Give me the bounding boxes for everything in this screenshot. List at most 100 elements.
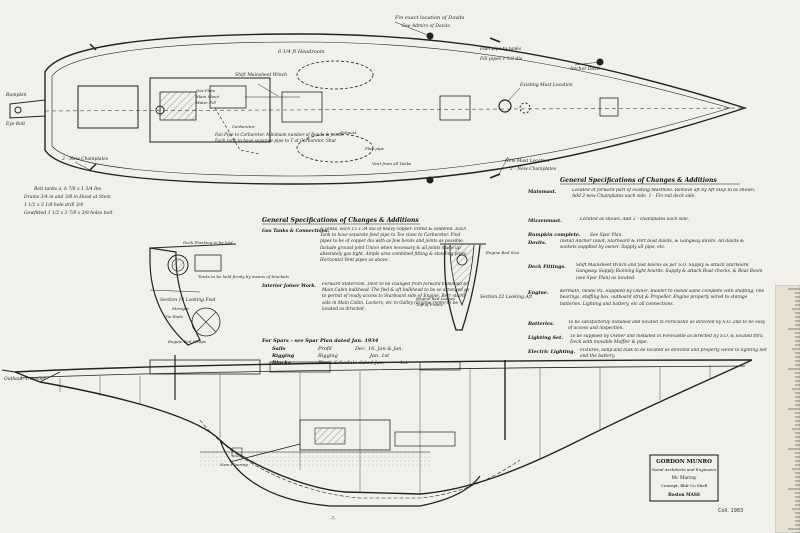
- stamp-line-4: Concept, Bldr Co Shell: [661, 483, 708, 488]
- spec-right-key-mainmast: Mainmast.: [527, 189, 557, 195]
- cabin-house: [149, 77, 271, 143]
- section-note-tanks: Tanks to be held firmly by means of brac…: [198, 274, 289, 279]
- section-note-stringer: Stringer: [172, 306, 190, 311]
- section-note-top-frame: Top of Frame: [416, 302, 444, 307]
- spec-right-text-mizzen: Located as shown. Add 2 - chainplates ea…: [580, 217, 690, 222]
- label-new-mast: New Mast Location: [504, 158, 550, 164]
- stamp-line-1: GORDON MUNRO: [656, 459, 712, 465]
- new-mast-location: [498, 99, 512, 113]
- engine-hatch: [159, 91, 197, 121]
- label-davits-sub: See Admirs of Davits: [402, 23, 450, 29]
- mizzen-mast: [155, 105, 165, 115]
- spec-center-block: General Specifications of Changes & Addi…: [261, 217, 469, 366]
- skylight: [281, 91, 323, 123]
- sheer-inner-line: [51, 41, 732, 177]
- stamp-line-5: Boston MASS: [668, 492, 700, 497]
- section-aft-label: Section 22 Looking Aft: [480, 294, 532, 300]
- forecastle-hatch: [599, 97, 619, 117]
- schedule-sails-item: Sails: [272, 346, 286, 352]
- spec-right-title: General Specifications of Changes & Addi…: [560, 177, 717, 184]
- cabin-trunk-profile: [149, 359, 261, 375]
- stamp-line-2: Naval Architects and Engineers: [651, 467, 717, 472]
- label-existing-mast: Existing Mast Location: [519, 82, 573, 88]
- handwritten-note-2: Drains 3/4 in and 3/8 in Hood at Stem: [23, 194, 111, 200]
- label-flue-pipe: Flue pipe: [364, 146, 385, 151]
- spec-center-key-joiner: Interior Joiner Work.: [261, 283, 316, 289]
- spec-right-text-electric: Fixtures, lamp and bulk to be located as…: [580, 348, 767, 360]
- schedule-blocks-date: 1st: [400, 360, 409, 366]
- handwritten-note-4: Gowfitted 1 1/2 x 3 7/8 x 3/8 holes bolt: [24, 210, 113, 216]
- section-note-engine-bed: Engine Bed Ledges: [415, 296, 455, 301]
- spec-center-text-joiner: Forward Stateroom. Door to be changed fr…: [322, 282, 469, 312]
- label-fuel-pipe: Fuel pipe to tanks: [479, 46, 522, 52]
- label-outhaul: Outhaul, Traveller: [4, 376, 47, 382]
- deck-plan-view: [9, 21, 748, 185]
- spec-right-key-deck-fittings: Deck Fittings.: [527, 264, 566, 270]
- label-winch: Shift Mainsheet Winch: [235, 72, 287, 78]
- centerline: [44, 107, 746, 112]
- spec-right-key-bumpkin: Bumpkin complete.: [527, 232, 581, 238]
- section-fwd: [149, 243, 237, 346]
- schedule-rigging-desc: Rigging: [317, 353, 338, 359]
- scale-ruler: [775, 285, 800, 533]
- label-chainplates-stbd: 2 - New Chainplates: [509, 166, 557, 172]
- spec-center-key-gas: Gas Tanks & Connections.: [262, 228, 329, 234]
- fore-hatch: [439, 95, 471, 121]
- handwritten-notes: Bolt tanks a, b 7/8 x 1 3/4 Ins Drains 3…: [23, 186, 113, 216]
- label-davits-location: Fin exact location of Davits: [394, 15, 465, 21]
- bumpkin-shape: [9, 99, 46, 119]
- handwritten-note-1: Bolt tanks a, b 7/8 x 1 3/4 Ins: [33, 186, 102, 192]
- section-note-deck: Deck Planking to be laid: [182, 240, 233, 245]
- spec-center-text-gas: A Tanks, each 15 x 34 dia of heavy coppe…: [320, 227, 468, 264]
- engine-profile: [299, 419, 391, 451]
- existing-mast-location: [519, 102, 531, 114]
- section-fwd-label: Section 14 Looking Fwd: [160, 297, 215, 303]
- schedule-blocks-item: Blocks: [271, 360, 291, 366]
- tank-port: [296, 60, 374, 90]
- sheer-line: [14, 359, 753, 373]
- architect-stamp: GORDON MUNRO Naval Architects and Engine…: [649, 454, 719, 502]
- section-aft: [440, 243, 486, 331]
- label-headroom: 6 1/4 ft Headroom: [278, 49, 325, 55]
- section-note-tie-rods: Tie Rods: [165, 314, 183, 319]
- schedule-rigging-date: Jan. 1st: [369, 353, 390, 359]
- stamp-line-3: Mc Murray: [672, 476, 697, 481]
- cockpit: [77, 85, 139, 129]
- spec-right-text-engine: Kermath, model 95. Supplied by Owner. Bu…: [560, 289, 765, 307]
- spec-right-key-lighting-set: Lighting Set.: [527, 335, 563, 341]
- catalog-id: Coll. 1983: [718, 508, 743, 514]
- section-note-bed-straps: Engine Bed Straps: [167, 339, 206, 344]
- profile-view: [1, 355, 753, 507]
- spec-for-spars: For Spars - see Spar Plan dated Jan. 193…: [261, 338, 379, 344]
- bumpkin-profile: [1, 369, 16, 373]
- spec-right-key-engine: Engine.: [527, 290, 549, 296]
- spec-right-text-bumpkin: See Spar Plan.: [590, 233, 623, 238]
- label-eye-bolt: Eye Bolt: [5, 121, 25, 127]
- label-main-sheet: Main Sheet: [195, 94, 220, 99]
- label-new-flooring: New Flooring: [219, 462, 248, 467]
- bumpkin-eye: [14, 106, 22, 114]
- schedule-sails-desc: Profil: [317, 346, 332, 352]
- spec-right-text-deck-fittings: Shift Mainsheet Winch and fast blocks as…: [576, 263, 763, 281]
- label-bumpkin: Bumpkin: [5, 92, 27, 98]
- schedule-rigging-item: Rigging: [271, 353, 295, 359]
- hull-profile: [14, 359, 753, 495]
- spec-right-key-batteries: Batteries.: [527, 321, 555, 327]
- label-water-fill: Water Fill: [196, 100, 217, 105]
- label-each-tank: Each tank to have separate pipe to T at …: [214, 138, 336, 143]
- spec-right-text-davits: Install Anchor Davit, Starboard & Port b…: [560, 239, 745, 251]
- schedule-sails-date: Dec. 16, Jan & Jan.: [354, 346, 404, 352]
- label-pipe-to-carburetor: Fan Pipe to Carburetor. Minimum number o…: [214, 132, 344, 137]
- label-gas-plate: Gas Plate: [196, 88, 216, 93]
- spec-right-key-davits: Davits.: [527, 240, 547, 246]
- spec-right-key-mizzen: Mizzenmast.: [527, 218, 562, 224]
- spec-right-text-lighting-set: To be supplied by Owner and installed in…: [570, 334, 763, 346]
- label-vent-note: Vent from all Tanks: [372, 161, 411, 166]
- label-carburetor: Carburetor: [232, 124, 256, 129]
- label-fill-pipes: Fill pipes 1 1/2 dia: [479, 56, 523, 62]
- spec-right-text-batteries: To be satisfactorily installed and locat…: [568, 320, 766, 332]
- page-number: -7-: [330, 516, 336, 522]
- tank-stbd: [296, 133, 374, 163]
